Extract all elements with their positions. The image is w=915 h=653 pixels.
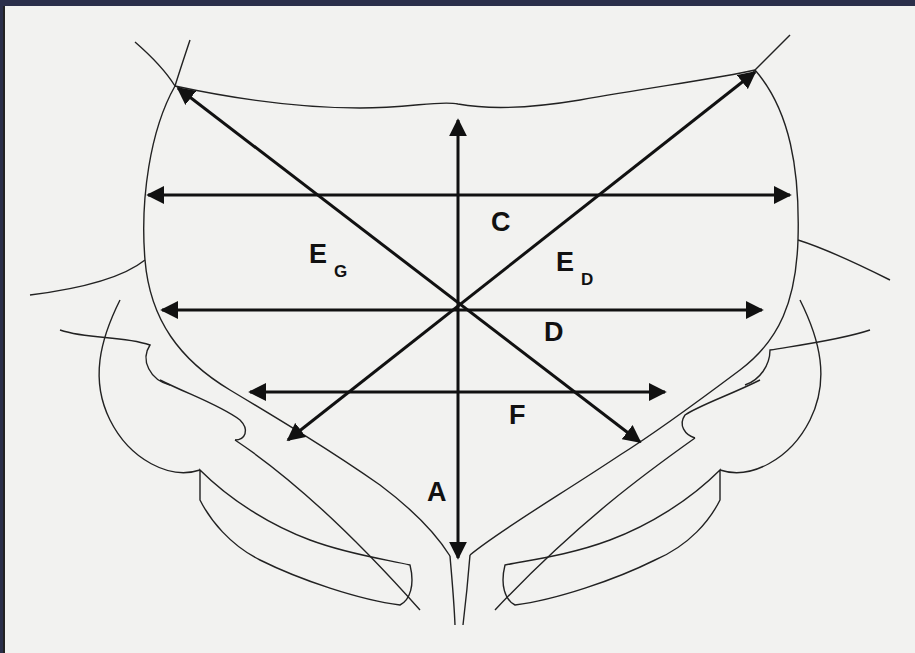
measure-letter: E (554, 248, 576, 277)
measure-letter: D (542, 318, 566, 347)
measure-subscript: G (332, 262, 349, 281)
measure-letter: C (489, 208, 513, 237)
measure-subscript: D (579, 270, 595, 289)
frame-edge (3, 6, 5, 653)
pelvis-outline (30, 35, 890, 625)
measure-letter: F (507, 401, 528, 430)
measurement-arrows (148, 72, 790, 558)
measure-letter: E (307, 240, 329, 269)
measure-letter: A (425, 478, 449, 507)
